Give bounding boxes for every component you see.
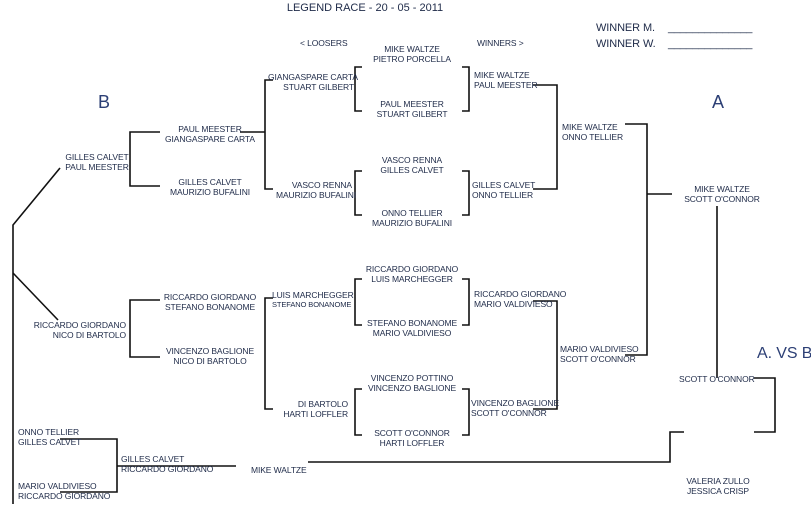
champion-cell: SCOTT O'CONNOR: [679, 374, 755, 384]
bracket-line: [754, 377, 776, 433]
bracket-line: [264, 297, 273, 410]
bracket-line: [354, 66, 362, 112]
bracket-line: [129, 299, 160, 358]
bracket-line: [12, 272, 59, 321]
side-label-a: A: [712, 92, 724, 112]
bracket-line: [354, 170, 362, 216]
bracket-line: [12, 167, 61, 504]
page-title: LEGEND RACE - 20 - 05 - 2011: [286, 2, 444, 14]
bracket-line: [462, 66, 470, 112]
bracket-line: [129, 131, 160, 187]
bracket-line: [308, 431, 684, 463]
bracket-line: [264, 79, 273, 190]
side-label-b: B: [98, 92, 110, 112]
winner-women-label: WINNER W.: [596, 38, 656, 50]
winner-women-blank[interactable]: ______________: [668, 38, 753, 50]
winners-header: WINNERS >: [477, 38, 524, 48]
winner-men-blank[interactable]: ______________: [668, 22, 753, 34]
bracket-line: [462, 278, 470, 326]
bracket-line: [533, 84, 558, 190]
lower-final-cell: MIKE WALTZE: [251, 465, 307, 475]
bracket-line: [354, 278, 362, 326]
bracket-line: [354, 388, 362, 436]
winner-men-label: WINNER M.: [596, 22, 655, 34]
bracket-line: [625, 123, 648, 356]
bracket-line: [533, 300, 558, 410]
bracket-line: [462, 170, 470, 216]
final-label: A. VS B.: [757, 345, 811, 362]
bracket-line: [462, 388, 470, 436]
losers-header: < LOOSERS: [300, 38, 348, 48]
